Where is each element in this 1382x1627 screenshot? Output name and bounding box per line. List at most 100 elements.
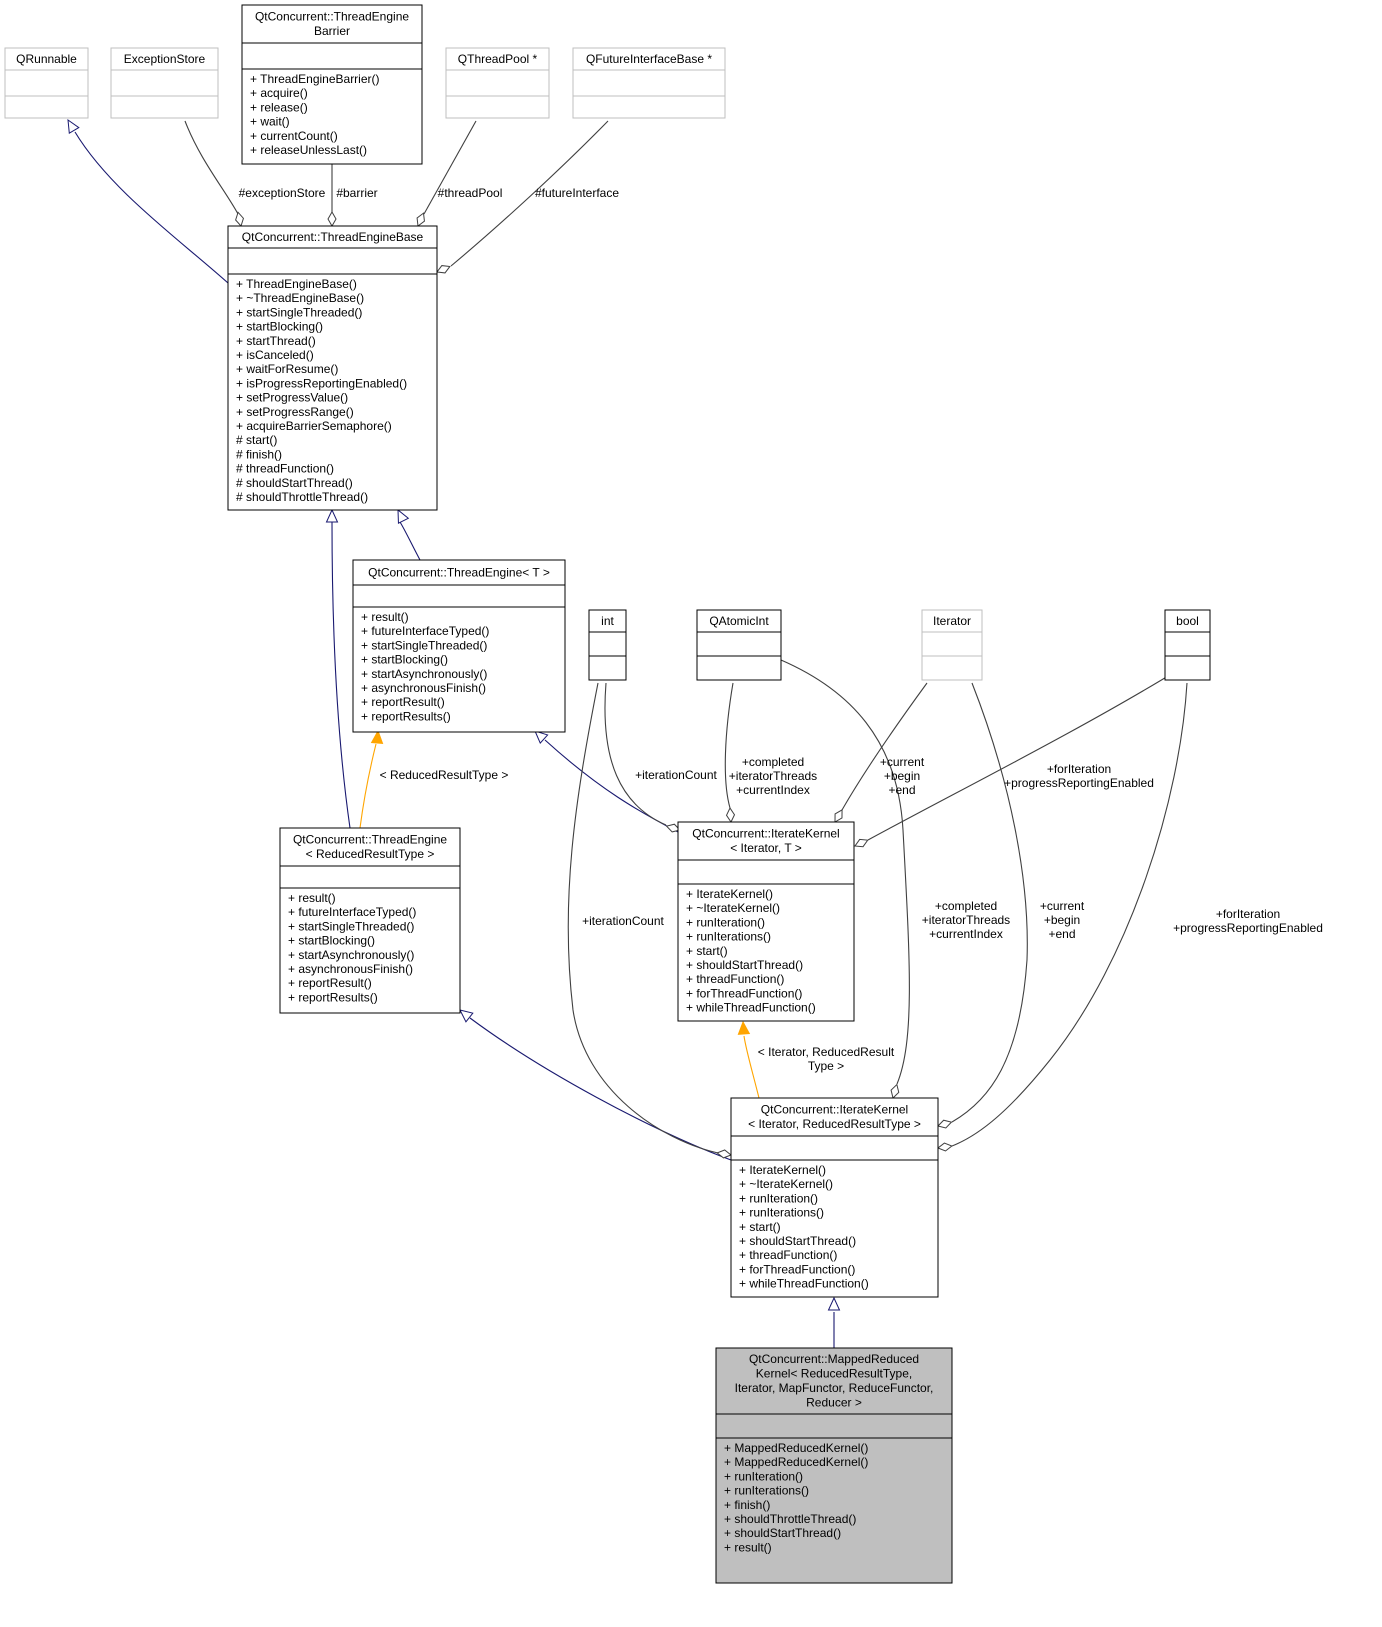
class-member: + startSingleThreaded() <box>236 305 362 319</box>
class-title: Reducer > <box>806 1396 862 1410</box>
inheritance-arrowhead <box>397 508 410 524</box>
aggregation-diamond <box>854 838 869 848</box>
class-box-iteratekernel_rrt[interactable]: QtConcurrent::IterateKernel< Iterator, R… <box>730 1097 939 1298</box>
class-box-threadengine_t[interactable]: QtConcurrent::ThreadEngine< T >+ result(… <box>352 559 566 733</box>
class-title: < Iterator, T > <box>730 841 802 855</box>
edge-label-bool_t: +forIteration <box>1047 762 1111 776</box>
class-member: + currentCount() <box>250 129 338 143</box>
class-member: + IterateKernel() <box>686 887 773 901</box>
class-title: QtConcurrent::IterateKernel <box>761 1103 908 1117</box>
class-box-barrier[interactable]: QtConcurrent::ThreadEngineBarrier+ Threa… <box>241 4 423 165</box>
class-member: + futureInterfaceTyped() <box>361 624 489 638</box>
class-member: + runIteration() <box>686 915 765 929</box>
class-title: QtConcurrent::ThreadEngineBase <box>242 230 424 244</box>
class-title: Barrier <box>314 24 350 38</box>
class-member: + reportResult() <box>288 976 372 990</box>
edge-threadengine-rrt <box>331 521 351 829</box>
inheritance-arrowhead <box>827 1296 841 1311</box>
class-box-qatomicint[interactable]: QAtomicInt <box>696 609 782 681</box>
edge-bool-rrt <box>951 682 1188 1147</box>
edge-label-template_ik: Type > <box>808 1059 844 1073</box>
class-member: + isCanceled() <box>236 348 314 362</box>
class-box-threadengine_rrt[interactable]: QtConcurrent::ThreadEngine< ReducedResul… <box>279 827 461 1014</box>
edge-label-template_rrt: < ReducedResultType > <box>380 768 509 782</box>
class-member: + whileThreadFunction() <box>739 1277 869 1291</box>
class-box-qrunnable[interactable]: QRunnable <box>4 47 89 119</box>
class-member: + asynchronousFinish() <box>361 681 486 695</box>
class-member: # threadFunction() <box>236 462 334 476</box>
class-title: int <box>601 614 614 628</box>
aggregation-diamond <box>327 210 337 228</box>
edge-label-bool_t: +progressReportingEnabled <box>1004 776 1154 790</box>
class-member: # shouldStartThread() <box>236 476 353 490</box>
class-member: + whileThreadFunction() <box>686 1001 816 1015</box>
class-title: QtConcurrent::ThreadEngine <box>293 833 447 847</box>
class-member: + setProgressValue() <box>236 391 348 405</box>
aggregation-diamond <box>436 265 451 274</box>
class-member: + result() <box>361 610 409 624</box>
edge-label-iterator_rrt: +begin <box>1044 913 1080 927</box>
class-box-qthreadpool[interactable]: QThreadPool * <box>445 47 550 119</box>
template-arrowhead <box>737 1020 751 1035</box>
aggregation-diamond <box>416 212 425 227</box>
class-box-threadenginebase[interactable]: QtConcurrent::ThreadEngineBase+ ThreadEn… <box>227 225 438 511</box>
edges <box>67 118 1188 1348</box>
edge-qrunnable <box>74 131 229 284</box>
class-box-iterator[interactable]: Iterator <box>921 609 983 681</box>
class-box-iteratekernel_t[interactable]: QtConcurrent::IterateKernel< Iterator, T… <box>677 821 855 1022</box>
class-member: + startBlocking() <box>361 653 448 667</box>
edge-label-atomic_t: +completed <box>742 755 804 769</box>
edge-itercount-rrt <box>567 682 719 1154</box>
class-member: + MappedReducedKernel() <box>724 1455 868 1469</box>
class-box-exceptionstore[interactable]: ExceptionStore <box>110 47 219 119</box>
edge-label-atomic_t: +currentIndex <box>736 783 810 797</box>
edge-label-futureinterface: #futureInterface <box>535 186 619 200</box>
class-member: + ThreadEngineBase() <box>236 277 357 291</box>
class-title: ExceptionStore <box>124 52 206 66</box>
class-box-int[interactable]: int <box>588 609 627 681</box>
class-member: + reportResults() <box>361 709 451 723</box>
edge-itercount-t <box>604 682 667 826</box>
edge-label-bool_rrt: +progressReportingEnabled <box>1173 921 1323 935</box>
edge-label-iterator_t: +current <box>880 755 925 769</box>
class-member: + forThreadFunction() <box>739 1262 855 1276</box>
edge-bool-t <box>867 669 1179 841</box>
class-member: + isProgressReportingEnabled() <box>236 376 407 390</box>
edge-label-atomic_rrt: +currentIndex <box>929 927 1003 941</box>
edge-label-iterator_t: +end <box>888 783 915 797</box>
class-box-mappedreduced[interactable]: QtConcurrent::MappedReducedKernel< Reduc… <box>715 1347 953 1584</box>
class-member: + ~IterateKernel() <box>686 901 780 915</box>
class-title: < Iterator, ReducedResultType > <box>748 1117 921 1131</box>
edge-label-bool_rrt: +forIteration <box>1216 907 1280 921</box>
class-member: + start() <box>686 944 728 958</box>
aggregation-diamond <box>725 807 736 824</box>
edge-label-barrier: #barrier <box>336 186 377 200</box>
class-member: + runIterations() <box>739 1206 824 1220</box>
class-member: + releaseUnlessLast() <box>250 143 367 157</box>
aggregation-diamond <box>716 1149 732 1159</box>
class-box-bool[interactable]: bool <box>1164 609 1211 681</box>
class-member: + startAsynchronously() <box>288 948 414 962</box>
class-member: # shouldThrottleThread() <box>236 490 368 504</box>
class-member: + threadFunction() <box>686 972 784 986</box>
class-member: + runIterations() <box>686 930 771 944</box>
class-member: + startAsynchronously() <box>361 667 487 681</box>
aggregation-diamond <box>665 823 681 833</box>
class-title: QRunnable <box>16 52 77 66</box>
aggregation-diamond <box>235 211 245 227</box>
class-box-qfutureinterfacebase[interactable]: QFutureInterfaceBase * <box>572 47 726 119</box>
class-member: + start() <box>739 1220 781 1234</box>
edge-label-exceptionstore: #exceptionStore <box>239 186 326 200</box>
edge-label-iterator_rrt: +end <box>1048 927 1075 941</box>
edge-threadengine-rrt-ik <box>469 1017 732 1161</box>
edge-label-iterator_t: +begin <box>884 769 920 783</box>
class-member: + finish() <box>724 1498 770 1512</box>
class-member: + shouldThrottleThread() <box>724 1512 856 1526</box>
class-member: + acquireBarrierSemaphore() <box>236 419 392 433</box>
class-member: + forThreadFunction() <box>686 986 802 1000</box>
class-member: + startBlocking() <box>236 320 323 334</box>
edge-label-template_ik: < Iterator, ReducedResult <box>758 1045 895 1059</box>
inheritance-arrowhead <box>325 508 339 523</box>
class-member: + IterateKernel() <box>739 1163 826 1177</box>
aggregation-diamond <box>890 1083 900 1099</box>
